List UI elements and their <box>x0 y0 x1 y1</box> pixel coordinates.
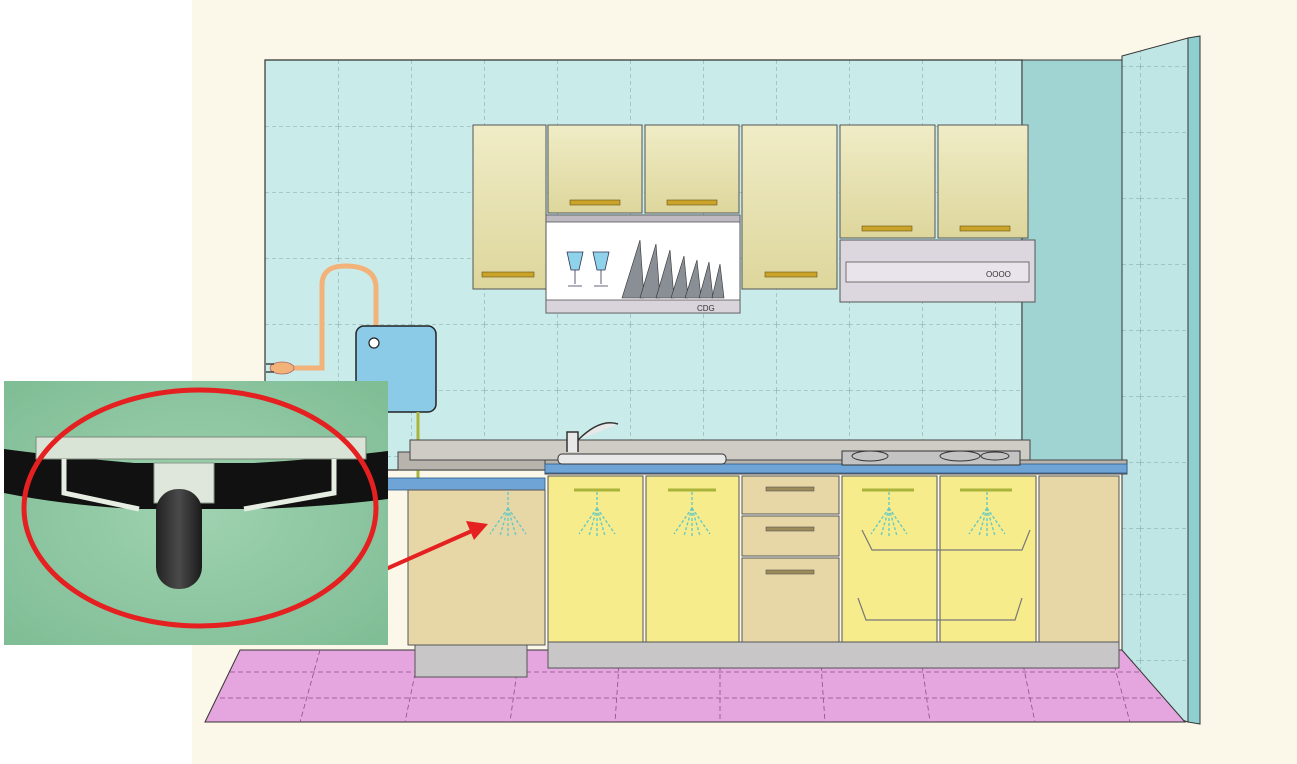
upper-cabinet-door <box>742 125 837 289</box>
lower-cabinet-door <box>940 476 1036 642</box>
upper-cabinet-door <box>938 125 1028 238</box>
dish-rack: CDG <box>546 215 740 313</box>
cabinet-handle <box>667 200 717 205</box>
wall-column <box>1022 60 1122 460</box>
cabinet-handle <box>960 226 1010 231</box>
range-hood: OOOO <box>840 240 1035 302</box>
lower-cabinet-door <box>548 476 643 642</box>
plug-icon <box>266 362 294 374</box>
drawer-handle <box>766 570 814 574</box>
upper-cabinet-door <box>840 125 935 238</box>
drawer <box>742 516 839 556</box>
cabinet-handle <box>765 272 817 277</box>
drawer-handle <box>766 527 814 531</box>
drawer <box>742 476 839 514</box>
drawer-handle <box>766 487 814 491</box>
side-wall <box>1122 38 1188 722</box>
mounting-rail <box>36 437 366 459</box>
lower-cabinet-door <box>842 476 937 642</box>
side-wall-edge <box>1188 36 1200 724</box>
cabinet-plinth <box>548 642 1119 668</box>
gas-stove <box>842 451 1020 465</box>
cabinet-handle <box>862 226 912 231</box>
lower-cabinet-door <box>646 476 739 642</box>
cabinet-handle <box>482 272 534 277</box>
range-hood-label: OOOO <box>986 270 1011 279</box>
nozzle-closeup-photo <box>4 381 388 645</box>
cabinet-kick <box>415 645 527 677</box>
end-panel <box>1039 476 1119 642</box>
lower-cabinets <box>408 476 1119 677</box>
dishwasher-cabinet <box>408 490 545 645</box>
nozzle-filter <box>156 489 202 589</box>
cabinet-handle <box>570 200 620 205</box>
upper-cabinet-door <box>473 125 546 289</box>
dish-rack-label: CDG <box>697 304 715 313</box>
